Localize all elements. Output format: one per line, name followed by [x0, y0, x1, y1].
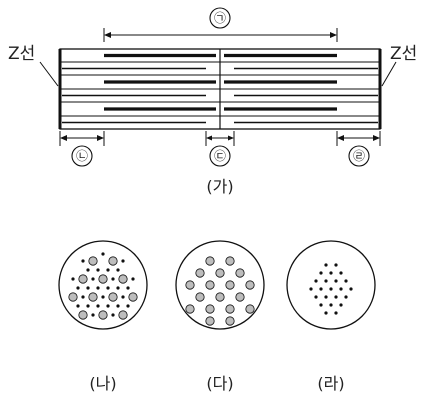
dimension-left-i-band: ㉡: [59, 131, 105, 167]
z-line-label-left: Z선: [8, 44, 35, 64]
cross-section-na: (나): [58, 240, 148, 393]
z-line-label-right: Z선: [390, 44, 417, 64]
z-line-pointer-right: [381, 61, 397, 87]
dimension-label-b: ㉡: [76, 149, 88, 163]
cross-section-ra: (라): [286, 240, 376, 393]
dimension-a-band: ㉠: [103, 7, 338, 42]
thick-filaments: [104, 53, 337, 111]
panel-label-da: (다): [206, 374, 233, 393]
panel-label-ra: (라): [317, 374, 344, 393]
thin-filament-dots-ra: [309, 263, 353, 315]
thin-filaments: [62, 67, 378, 124]
cross-section-circle-da: [175, 240, 265, 330]
circle-marker-a: [209, 7, 231, 29]
circle-marker-d: [348, 145, 370, 167]
sarcomere-longitudinal: Z선 Z선 ㉠ ㉡: [8, 7, 417, 196]
panel-label-ga: (가): [206, 177, 233, 196]
dimension-label-a: ㉠: [214, 11, 226, 25]
circle-marker-c: [209, 145, 231, 167]
z-line-pointer-left: [39, 61, 59, 87]
thin-filament-dots-na: [71, 252, 135, 317]
cross-section-da: (다): [175, 240, 265, 393]
dimension-h-zone: ㉢: [205, 131, 235, 167]
dimension-right-i-band: ㉣: [336, 131, 381, 167]
thick-filament-dots-na: [68, 256, 138, 320]
cross-section-circle-na: [58, 240, 148, 330]
panel-label-na: (나): [89, 374, 116, 393]
dimension-label-d: ㉣: [353, 149, 365, 163]
cross-section-circle-ra: [286, 240, 376, 330]
dimension-label-c: ㉢: [214, 149, 226, 163]
thick-filament-dots-da: [185, 256, 255, 326]
circle-marker-b: [71, 145, 93, 167]
